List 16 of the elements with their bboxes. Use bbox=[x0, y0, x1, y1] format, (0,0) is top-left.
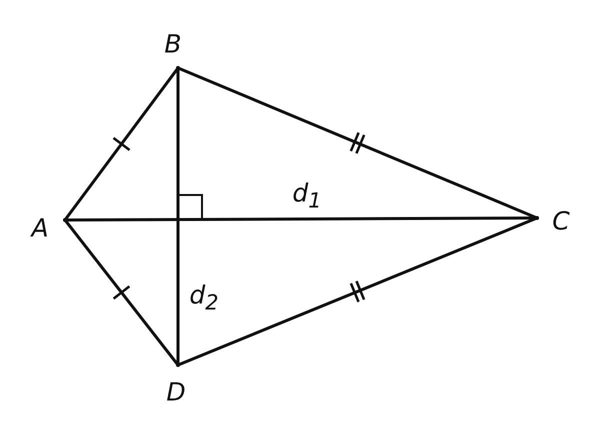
vertex-point bbox=[176, 66, 180, 70]
line-segment bbox=[178, 217, 537, 366]
vertex-label: D bbox=[166, 380, 186, 404]
line-segment bbox=[64, 220, 178, 365]
line-segment bbox=[66, 216, 536, 222]
diagonal-label: d$_{1}$ bbox=[292, 180, 322, 212]
vertex-label: B bbox=[164, 32, 182, 56]
diagonal-label: d$_{2}$ bbox=[189, 282, 219, 314]
vertex-label: A bbox=[31, 216, 49, 240]
vertex-point bbox=[535, 216, 539, 220]
vertex-point bbox=[63, 218, 67, 222]
vertex-point bbox=[176, 363, 180, 367]
line-segment bbox=[64, 68, 178, 220]
line-segment bbox=[178, 67, 537, 219]
line-segment bbox=[176, 68, 180, 364]
vertex-label: C bbox=[552, 208, 570, 234]
